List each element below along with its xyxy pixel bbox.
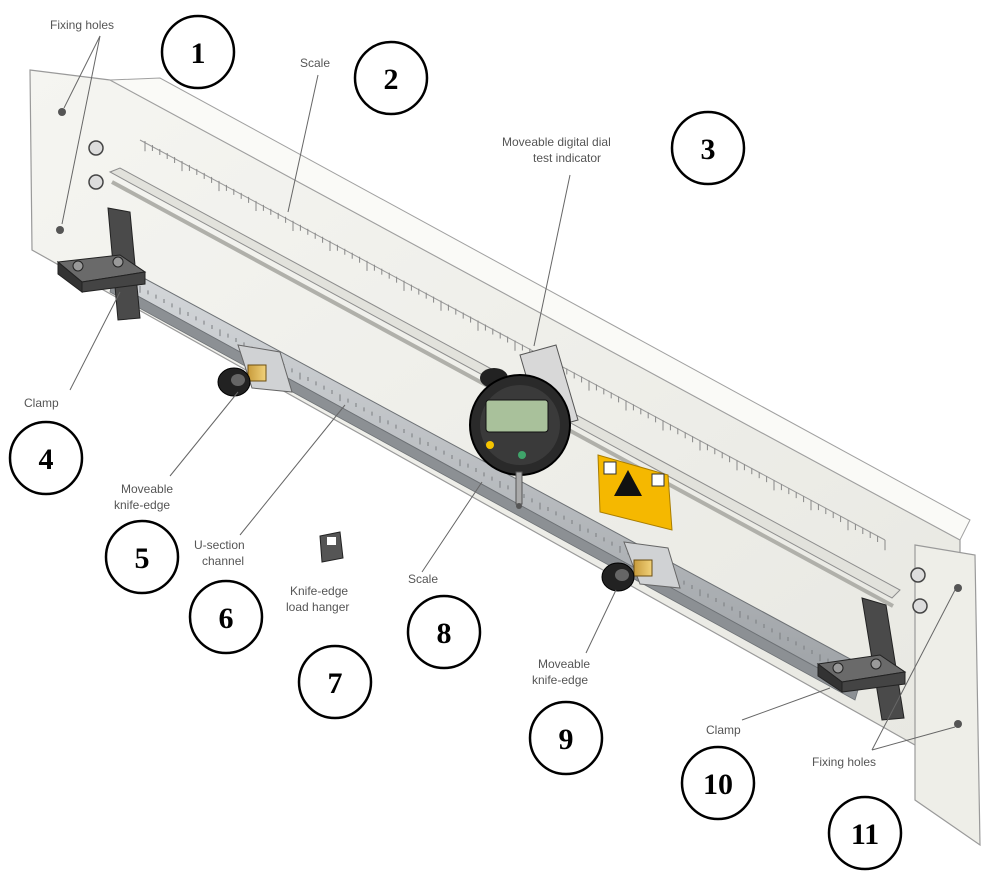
left-knife-edge [217,344,293,397]
label-clamp-left: Clamp [24,396,59,410]
text-labels: Fixing holes Scale Moveable digital dial… [24,18,876,769]
callout-4: 4 [8,420,84,496]
svg-text:11: 11 [851,818,879,851]
load-hanger [319,531,344,563]
callout-3: 3 [670,110,746,186]
label-fixing-holes-top: Fixing holes [50,18,114,32]
svg-text:5: 5 [135,542,150,575]
left-clamp [56,207,147,321]
fixing-hole [954,584,962,592]
screw-icon [910,567,926,583]
callout-10: 10 [680,745,756,821]
label-channel-line2: channel [202,554,244,568]
svg-text:1: 1 [191,37,206,70]
label-clamp-right: Clamp [706,723,741,737]
right-knife-edge [601,541,681,592]
label-hanger-line1: Knife-edge [290,584,348,598]
screw-icon [88,140,104,156]
callout-11: 11 [827,795,903,871]
label-indicator-line1: Moveable digital dial [502,135,611,149]
label-fixing-holes-bottom: Fixing holes [812,755,876,769]
warning-label [597,454,673,531]
callout-9: 9 [528,700,604,776]
upper-scale [139,139,886,551]
svg-text:10: 10 [703,768,733,801]
callout-7: 7 [297,644,373,720]
label-scale-bottom: Scale [408,572,438,586]
callout-6: 6 [188,579,264,655]
callout-2: 2 [353,40,429,116]
label-knife-left-line2: knife-edge [114,498,170,512]
callouts: 1 2 3 4 5 6 7 8 9 10 11 [8,14,903,871]
fixing-hole [954,720,962,728]
callout-1: 1 [160,14,236,90]
leader-lines [61,35,956,751]
digital-indicator [469,344,579,509]
callout-5: 5 [104,519,180,595]
label-indicator-line2: test indicator [533,151,601,165]
svg-text:2: 2 [384,63,399,96]
svg-text:9: 9 [559,723,574,756]
svg-text:4: 4 [39,443,54,476]
callout-8: 8 [406,594,482,670]
screw-icon [912,598,928,614]
svg-text:7: 7 [328,667,343,700]
svg-text:6: 6 [219,602,234,635]
right-clamp [816,597,907,721]
label-knife-right-line1: Moveable [538,657,590,671]
fixing-holes [56,108,962,728]
label-channel-line1: U-section [194,538,245,552]
label-hanger-line2: load hanger [286,600,349,614]
fixing-hole [56,226,64,234]
svg-text:8: 8 [437,617,452,650]
screw-icon [88,174,104,190]
label-scale-top: Scale [300,56,330,70]
fixing-hole [58,108,66,116]
label-knife-left-line1: Moveable [121,482,173,496]
label-knife-right-line2: knife-edge [532,673,588,687]
svg-text:3: 3 [701,133,716,166]
